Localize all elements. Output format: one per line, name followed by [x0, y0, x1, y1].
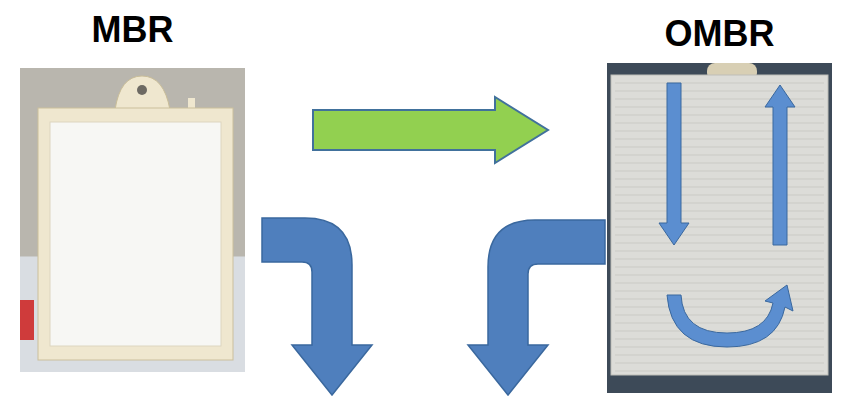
texture-line — [615, 243, 824, 244]
texture-line — [615, 91, 824, 92]
texture-line — [615, 235, 824, 236]
texture-line — [615, 315, 824, 316]
texture-line — [615, 219, 824, 220]
membrane-sheet — [50, 122, 221, 346]
texture-line — [615, 163, 824, 164]
down-arrow-left — [262, 218, 372, 395]
texture-line — [615, 203, 824, 204]
hanger-tab — [115, 76, 170, 110]
texture-line — [615, 171, 824, 172]
texture-line — [615, 251, 824, 252]
texture-line — [615, 147, 824, 148]
membrane-module: MBR — [20, 8, 245, 372]
photo-background — [607, 63, 832, 393]
panel-texture — [615, 83, 824, 371]
texture-line — [615, 259, 824, 260]
texture-line — [615, 187, 824, 188]
membrane-module: OMBR — [607, 12, 832, 393]
down-arrow-right — [468, 220, 605, 395]
texture-line — [615, 283, 824, 284]
photo-background — [20, 68, 245, 372]
texture-line — [615, 299, 824, 300]
texture-line — [615, 139, 824, 140]
texture-line — [615, 115, 824, 116]
osmotic-panel — [611, 75, 828, 375]
texture-line — [615, 371, 824, 372]
module-heading: OMBR — [607, 12, 832, 56]
hanger-hole — [137, 85, 147, 95]
block-arrow — [313, 97, 548, 163]
module-photo — [607, 63, 832, 393]
texture-line — [615, 363, 824, 364]
membrane-frame — [38, 108, 233, 360]
flow-arrow-u-turn — [667, 285, 793, 347]
red-object — [20, 300, 34, 340]
module-heading: MBR — [20, 8, 245, 52]
texture-line — [615, 99, 824, 100]
texture-line — [615, 83, 824, 84]
texture-line — [615, 155, 824, 156]
texture-line — [615, 355, 824, 356]
texture-line — [615, 179, 824, 180]
module-photo — [20, 68, 245, 372]
texture-line — [615, 211, 824, 212]
texture-line — [615, 227, 824, 228]
texture-line — [615, 323, 824, 324]
flow-arrow-down — [659, 83, 689, 245]
texture-line — [615, 131, 824, 132]
flow-arrow-up — [765, 85, 795, 245]
texture-line — [615, 331, 824, 332]
texture-line — [615, 291, 824, 292]
texture-line — [615, 123, 824, 124]
texture-line — [615, 275, 824, 276]
texture-line — [615, 195, 824, 196]
texture-line — [615, 267, 824, 268]
